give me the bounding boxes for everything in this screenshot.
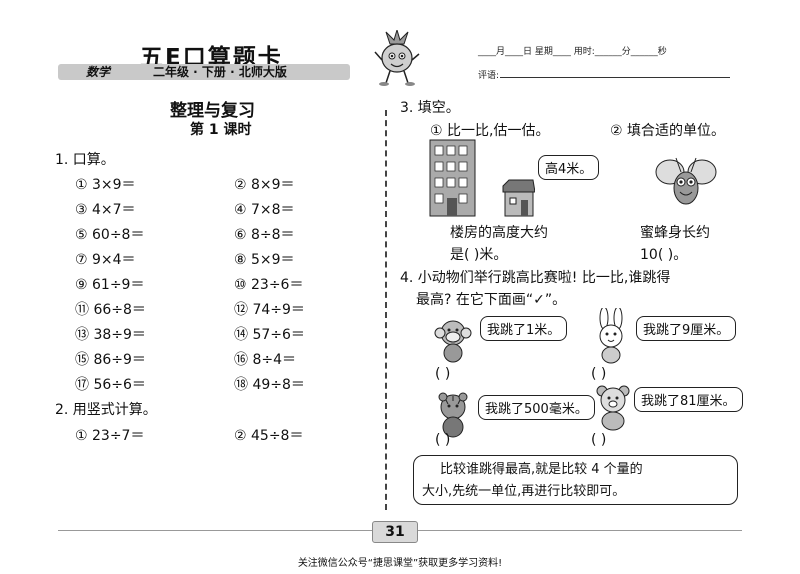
hint-note: 比较谁跳得最高,就是比较 4 个量的 大小,先统一单位,再进行比较即可。 — [413, 455, 738, 505]
q1-item: ④ 7×8＝ — [234, 202, 295, 218]
q1-item: ① 3×9＝ — [75, 177, 136, 193]
bubble-tiger: 我跳了500毫米。 — [478, 395, 595, 420]
caption-bee-2: 10( )。 — [640, 247, 688, 263]
q3-title: 3. 填空。 — [400, 100, 460, 116]
q1-title: 1. 口算。 — [55, 152, 115, 168]
bee-icon — [655, 157, 717, 205]
q1-item: ⑭ 57÷6＝ — [234, 327, 305, 343]
q1-item: ⑤ 60÷8＝ — [75, 227, 145, 243]
subject-band: 数学 二年级 · 下册 · 北师大版 — [58, 64, 350, 80]
caption-building-1: 楼房的高度大约 — [450, 225, 548, 241]
bubble-bear: 我跳了81厘米。 — [634, 387, 743, 412]
brand-title: 五E口算题卡 — [140, 45, 283, 71]
radish-mascot-icon — [374, 30, 420, 86]
q2-title: 2. 用竖式计算。 — [55, 402, 157, 418]
note-line2: 大小,先统一单位,再进行比较即可。 — [422, 484, 626, 499]
topic-title: 整理与复习 — [170, 101, 255, 121]
subject-label: 数学 — [86, 65, 111, 79]
page-number: 31 — [372, 521, 418, 543]
paren-monkey: ( ) — [435, 366, 451, 382]
bubble-rabbit: 我跳了9厘米。 — [636, 316, 737, 341]
paren-rabbit: ( ) — [591, 366, 607, 382]
q1-item: ⑧ 5×9＝ — [234, 252, 295, 268]
q1-item: ⑦ 9×4＝ — [75, 252, 136, 268]
note-line1: 比较谁跳得最高,就是比较 4 个量的 — [440, 462, 643, 477]
footer-text: 关注微信公众号“捷思课堂”获取更多学习资料! — [297, 558, 503, 569]
q1-item: ⑬ 38÷9＝ — [75, 327, 146, 343]
bubble-monkey: 我跳了1米。 — [480, 316, 568, 341]
q1-item: ② 8×9＝ — [234, 177, 295, 193]
q3-sub2: ② 填合适的单位。 — [610, 123, 726, 139]
caption-bee-1: 蜜蜂身长约 — [640, 225, 710, 241]
q1-item: ⑰ 56÷6＝ — [75, 377, 146, 393]
grade-info: 二年级 · 下册 · 北师大版 — [153, 65, 287, 79]
q1-item: ⑮ 86÷9＝ — [75, 352, 146, 368]
building-house-illustration — [429, 139, 535, 217]
height-bubble: 高4米。 — [538, 155, 600, 180]
q1-item: ⑩ 23÷6＝ — [234, 277, 304, 293]
q1-item: ⑱ 49÷8＝ — [234, 377, 305, 393]
q3-sub1: ① 比一比,估一估。 — [430, 123, 550, 139]
paren-tiger: ( ) — [435, 432, 451, 448]
q1-item: ⑯ 8÷4＝ — [234, 352, 296, 368]
q2-item: ② 45÷8＝ — [234, 428, 304, 444]
q1-item: ⑨ 61÷9＝ — [75, 277, 145, 293]
tiger-icon — [438, 392, 468, 438]
bear-icon — [596, 385, 630, 431]
q1-item: ⑪ 66÷8＝ — [75, 302, 146, 318]
q4-title-line2: 最高? 在它下面画“✓”。 — [416, 292, 567, 308]
lesson-subtitle: 第 1 课时 — [190, 122, 252, 138]
rabbit-icon — [599, 308, 623, 364]
q4-title-line1: 4. 小动物们举行跳高比赛啦! 比一比,谁跳得 — [400, 270, 671, 286]
monkey-icon — [434, 320, 472, 363]
paren-bear: ( ) — [591, 432, 607, 448]
caption-building-2: 是( )米。 — [450, 247, 508, 263]
q2-item: ① 23÷7＝ — [75, 428, 145, 444]
q1-item: ⑥ 8÷8＝ — [234, 227, 295, 243]
comment-label: 评语: — [478, 71, 500, 81]
date-time-line: ____月____日 星期____ 用时:______分______秒 — [478, 47, 667, 57]
q1-item: ⑫ 74÷9＝ — [234, 302, 305, 318]
q1-item: ③ 4×7＝ — [75, 202, 136, 218]
comment-line — [500, 77, 730, 78]
column-divider — [385, 110, 387, 510]
